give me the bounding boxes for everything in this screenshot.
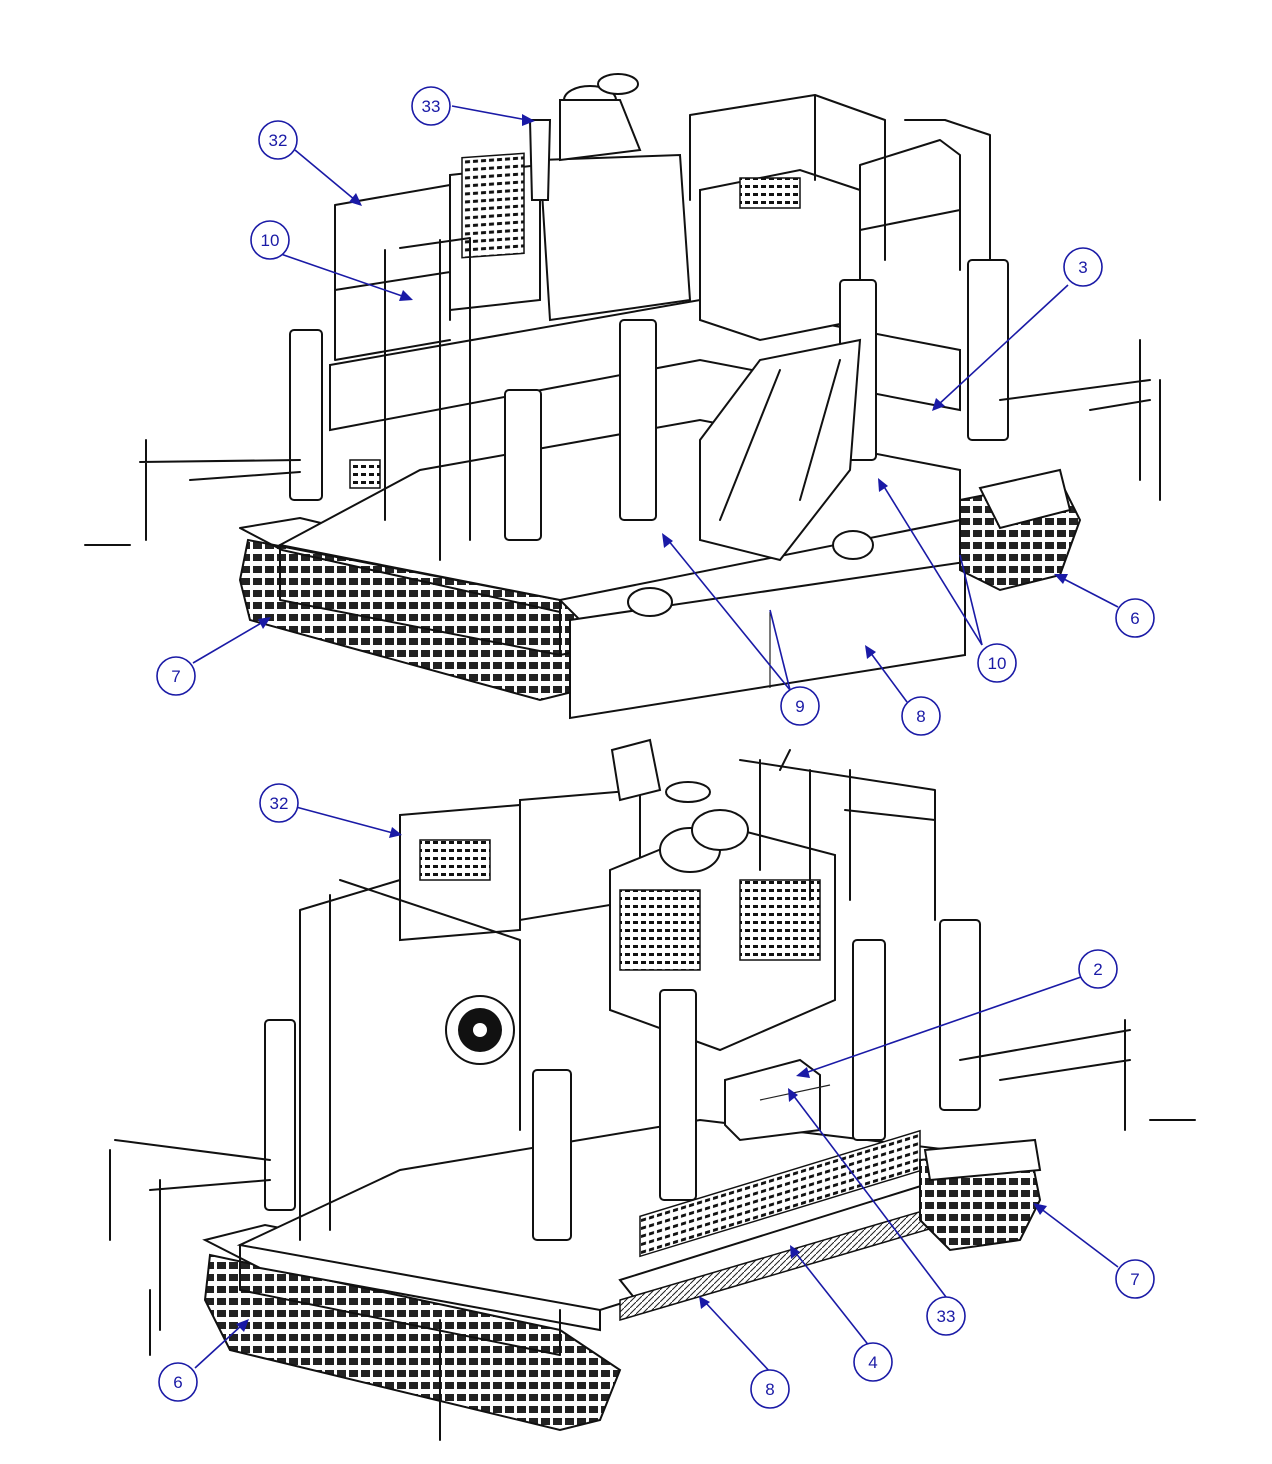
leader-lines — [192, 105, 1119, 1376]
svg-text:7: 7 — [171, 667, 180, 686]
svg-text:10: 10 — [261, 231, 280, 250]
callout-6-top[interactable]: 6 — [1115, 598, 1155, 638]
top-machine-drawing — [84, 73, 1161, 720]
svg-text:10: 10 — [988, 654, 1007, 673]
callout-33-bottom[interactable]: 33 — [926, 1296, 966, 1336]
callout-6-bottom[interactable]: 6 — [158, 1362, 198, 1402]
callout-9-top[interactable]: 9 — [780, 686, 820, 726]
callout-7-bottom[interactable]: 7 — [1115, 1259, 1155, 1299]
callout-32-bottom[interactable]: 32 — [259, 783, 299, 823]
svg-text:8: 8 — [765, 1380, 774, 1399]
svg-text:6: 6 — [173, 1373, 182, 1392]
callout-2-bottom[interactable]: 2 — [1078, 949, 1118, 989]
svg-text:32: 32 — [269, 131, 288, 150]
callout-10-top-left[interactable]: 10 — [250, 220, 290, 260]
svg-text:6: 6 — [1130, 609, 1139, 628]
callout-8-bottom[interactable]: 8 — [750, 1369, 790, 1409]
callout-7-top[interactable]: 7 — [156, 656, 196, 696]
svg-text:7: 7 — [1130, 1270, 1139, 1289]
svg-text:32: 32 — [270, 794, 289, 813]
callout-3-top[interactable]: 3 — [1063, 247, 1103, 287]
callouts-top: 33 32 10 3 6 7 9 8 — [156, 86, 1155, 736]
svg-text:33: 33 — [422, 97, 441, 116]
callout-10-top-right[interactable]: 10 — [977, 643, 1017, 683]
callout-32-top[interactable]: 32 — [258, 120, 298, 160]
callout-33-top[interactable]: 33 — [411, 86, 451, 126]
callouts-bottom: 32 2 7 33 4 8 6 — [158, 783, 1155, 1409]
svg-text:8: 8 — [916, 707, 925, 726]
callout-4-bottom[interactable]: 4 — [853, 1342, 893, 1382]
svg-text:2: 2 — [1093, 960, 1102, 979]
svg-text:4: 4 — [868, 1353, 877, 1372]
svg-text:3: 3 — [1078, 258, 1087, 277]
svg-text:9: 9 — [795, 697, 804, 716]
bottom-machine-drawing — [109, 738, 1196, 1441]
callout-8-top[interactable]: 8 — [901, 696, 941, 736]
svg-text:33: 33 — [937, 1307, 956, 1326]
